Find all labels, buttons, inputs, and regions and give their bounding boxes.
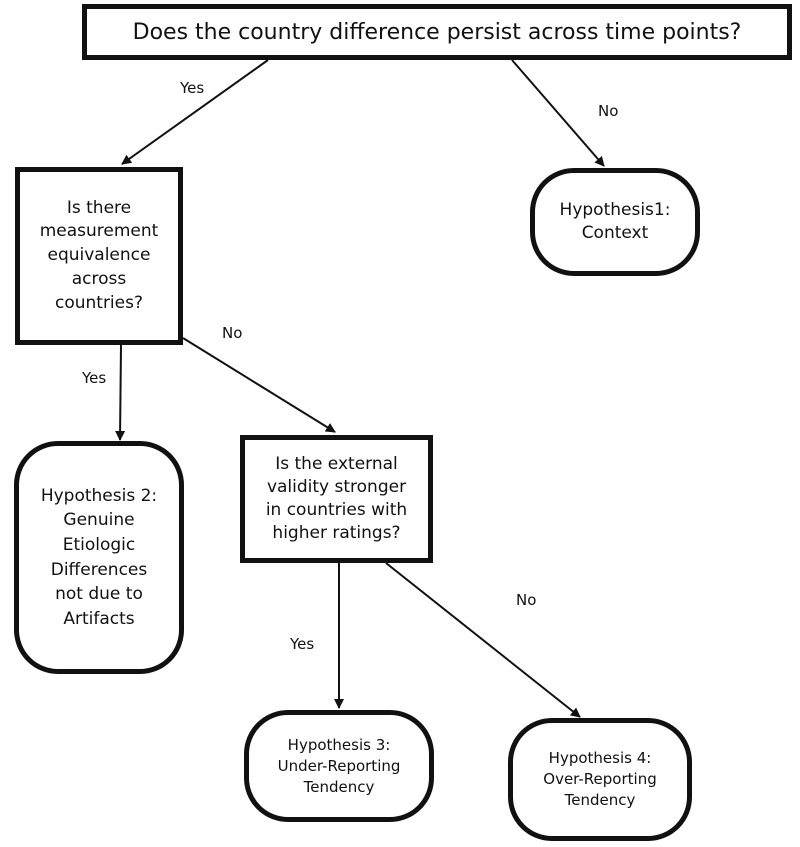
- edge-label-q1-yes: Yes: [180, 79, 205, 97]
- hypothesis-1-node: Hypothesis1: Context: [530, 168, 700, 276]
- arrow-q1-to-h1: [511, 59, 605, 167]
- question-external-validity-text: Is the external validity stronger in cou…: [265, 454, 408, 543]
- hypothesis-4-text: Hypothesis 4: Over-Reporting Tendency: [543, 749, 657, 809]
- hypothesis-1-text: Hypothesis1: Context: [559, 200, 671, 243]
- edge-label-q1-no: No: [598, 102, 619, 120]
- arrow-q1-to-q2: [121, 59, 269, 165]
- hypothesis-2-text: Hypothesis 2: Genuine Etiologic Differen…: [40, 485, 158, 629]
- arrow-q3-to-h4: [385, 562, 581, 718]
- hypothesis-4-node: Hypothesis 4: Over-Reporting Tendency: [508, 718, 692, 841]
- edge-label-q3-no: No: [516, 591, 537, 609]
- arrow-q2-to-q3: [182, 337, 336, 433]
- question-country-difference-text: Does the country difference persist acro…: [132, 19, 742, 45]
- edge-label-q3-yes: Yes: [290, 635, 315, 653]
- question-measurement-equivalence-node: Is there measurement equivalence across …: [15, 167, 183, 345]
- hypothesis-3-node: Hypothesis 3: Under-Reporting Tendency: [244, 710, 434, 822]
- hypothesis-3-text: Hypothesis 3: Under-Reporting Tendency: [277, 735, 401, 796]
- edge-label-q2-no: No: [222, 324, 243, 342]
- question-country-difference-node: Does the country difference persist acro…: [82, 4, 792, 60]
- hypothesis-2-node: Hypothesis 2: Genuine Etiologic Differen…: [14, 441, 184, 674]
- question-measurement-equivalence-text: Is there measurement equivalence across …: [39, 197, 159, 313]
- question-external-validity-node: Is the external validity stronger in cou…: [240, 435, 433, 563]
- edge-label-q2-yes: Yes: [82, 369, 107, 387]
- arrow-q2-to-h2: [115, 344, 126, 441]
